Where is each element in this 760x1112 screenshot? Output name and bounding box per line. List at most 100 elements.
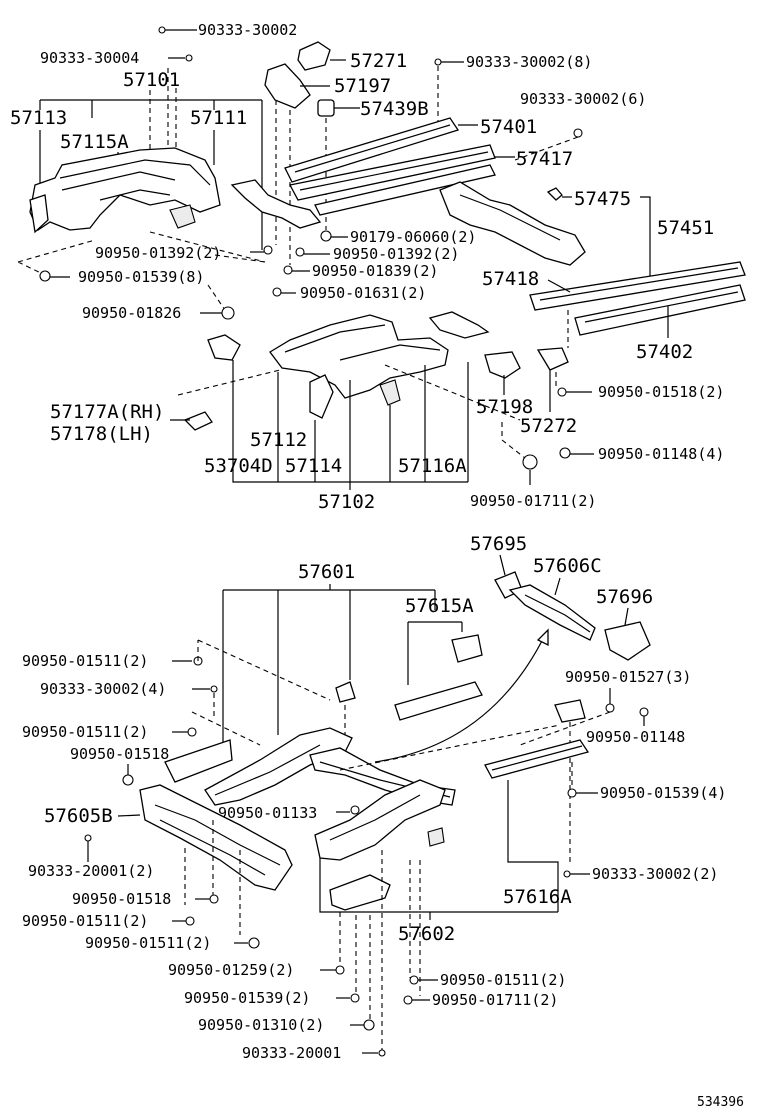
- rail-57615A: [394, 681, 483, 721]
- label-57177A: 57177A(RH): [50, 401, 164, 423]
- label-57111: 57111: [190, 107, 247, 129]
- bracket-57615A: [451, 634, 483, 663]
- plug-90950-01148-b: [639, 707, 649, 717]
- label-90950-01826: 90950-01826: [82, 304, 181, 322]
- nut-90950-01392-a: [263, 245, 273, 255]
- apron-57102: [269, 314, 449, 419]
- figure-reference-number: 534396: [697, 1095, 744, 1110]
- nut-90950-01259: [335, 965, 345, 975]
- label-90950-01148: 90950-01148: [586, 728, 685, 746]
- label-57114: 57114: [285, 455, 342, 477]
- label-57695: 57695: [470, 533, 527, 555]
- label-90950-01539-2: 90950-01539(2): [184, 989, 310, 1007]
- apron-57101: [29, 147, 221, 234]
- plug-90950-01539: [39, 270, 51, 282]
- plug-90950-01539-2: [350, 993, 360, 1003]
- plug-57439B: [317, 99, 335, 117]
- frame-57602: [314, 779, 446, 911]
- side-member-57111: [230, 179, 322, 229]
- label-90179-06060: 90179-06060(2): [350, 228, 476, 246]
- clip-90333-30002-6: [573, 128, 583, 138]
- nut-90950-01518: [557, 387, 567, 397]
- label-57417: 57417: [516, 148, 573, 170]
- label-57475: 57475: [574, 188, 631, 210]
- nut-90950-01511-b: [187, 727, 197, 737]
- label-90950-01133: 90950-01133: [218, 804, 317, 822]
- label-90333-30004: 90333-30004: [40, 49, 139, 67]
- bracket-57475: [546, 187, 563, 201]
- label-90333-30002-4: 90333-30002(4): [40, 680, 166, 698]
- plug-90950-01826: [221, 306, 235, 320]
- clip-90333-30002: [158, 26, 166, 34]
- bracket-57197: [264, 63, 311, 109]
- member-57606C: [508, 584, 596, 641]
- label-57606C: 57606C: [533, 555, 602, 577]
- label-57602: 57602: [398, 923, 455, 945]
- nut-90950-01631: [272, 287, 282, 297]
- rocker-inner: [314, 164, 496, 216]
- label-57601: 57601: [298, 561, 355, 583]
- label-90950-01518: 90950-01518: [70, 745, 169, 763]
- label-57401: 57401: [480, 116, 537, 138]
- label-90333-30002-6: 90333-30002(6): [520, 90, 646, 108]
- plug-90950-01711: [522, 454, 538, 470]
- plug-90950-01711-b: [403, 995, 413, 1005]
- nut-90950-01133: [350, 805, 360, 815]
- clip-90333-30002-2: [563, 870, 571, 878]
- label-57271: 57271: [350, 50, 407, 72]
- label-90950-01839: 90950-01839(2): [312, 262, 438, 280]
- plug-90950-01518: [122, 774, 134, 786]
- nut-90950-01839: [283, 265, 293, 275]
- label-90333-30002-2: 90333-30002(2): [592, 865, 718, 883]
- bracket-57272: [536, 347, 569, 371]
- clip-90333-20001: [378, 1049, 386, 1057]
- bracket-57271: [297, 41, 331, 71]
- label-90950-01539-8: 90950-01539(8): [78, 268, 204, 286]
- label-90950-01148-4: 90950-01148(4): [598, 445, 724, 463]
- bracket-57441: [428, 311, 490, 339]
- label-57696: 57696: [596, 586, 653, 608]
- plug-90950-01539-4: [567, 788, 577, 798]
- label-90950-01392-b: 90950-01392(2): [333, 245, 459, 263]
- clip-90333-30004: [185, 54, 193, 62]
- label-57418: 57418: [482, 268, 539, 290]
- nut-90950-01511-d: [248, 937, 260, 949]
- label-57615A: 57615A: [405, 595, 474, 617]
- label-57113: 57113: [10, 107, 67, 129]
- label-90950-01511-d: 90950-01511(2): [85, 934, 211, 952]
- bracket-57601-small: [335, 681, 356, 703]
- label-90950-01511-b: 90950-01511(2): [22, 723, 148, 741]
- plug-90950-01310: [363, 1019, 375, 1031]
- label-57451: 57451: [657, 217, 714, 239]
- clip-90333-30002-8: [434, 58, 442, 66]
- nut-90950-01511-c: [185, 916, 195, 926]
- label-57101: 57101: [123, 69, 180, 91]
- label-57272: 57272: [520, 415, 577, 437]
- label-90333-20001: 90333-20001: [242, 1044, 341, 1062]
- label-57605B: 57605B: [44, 805, 113, 827]
- label-90950-01511-c: 90950-01511(2): [22, 912, 148, 930]
- label-90333-30002: 90333-30002: [198, 21, 297, 39]
- label-90950-01310: 90950-01310(2): [198, 1016, 324, 1034]
- label-90950-01259: 90950-01259(2): [168, 961, 294, 979]
- label-90950-01539-4: 90950-01539(4): [600, 784, 726, 802]
- rail-57418: [529, 261, 746, 311]
- label-53704D: 53704D: [204, 455, 273, 477]
- label-57112: 57112: [250, 429, 307, 451]
- nut-90950-01392-b: [295, 247, 305, 257]
- rocker-57401: [284, 117, 460, 183]
- bracket-57198: [484, 351, 521, 379]
- floor-crossmember-57451: [439, 181, 586, 266]
- plug-90950-01518-b: [209, 894, 219, 904]
- label-57402: 57402: [636, 341, 693, 363]
- label-90950-01511-e: 90950-01511(2): [440, 971, 566, 989]
- label-57116A: 57116A: [398, 455, 467, 477]
- label-57198: 57198: [476, 396, 533, 418]
- label-90950-01518-2: 90950-01518(2): [598, 383, 724, 401]
- label-57102: 57102: [318, 491, 375, 513]
- rocker-57417: [289, 144, 496, 201]
- label-90950-01711: 90950-01711(2): [470, 492, 596, 510]
- rail-57402: [574, 284, 746, 336]
- bracket-57696: [604, 621, 651, 661]
